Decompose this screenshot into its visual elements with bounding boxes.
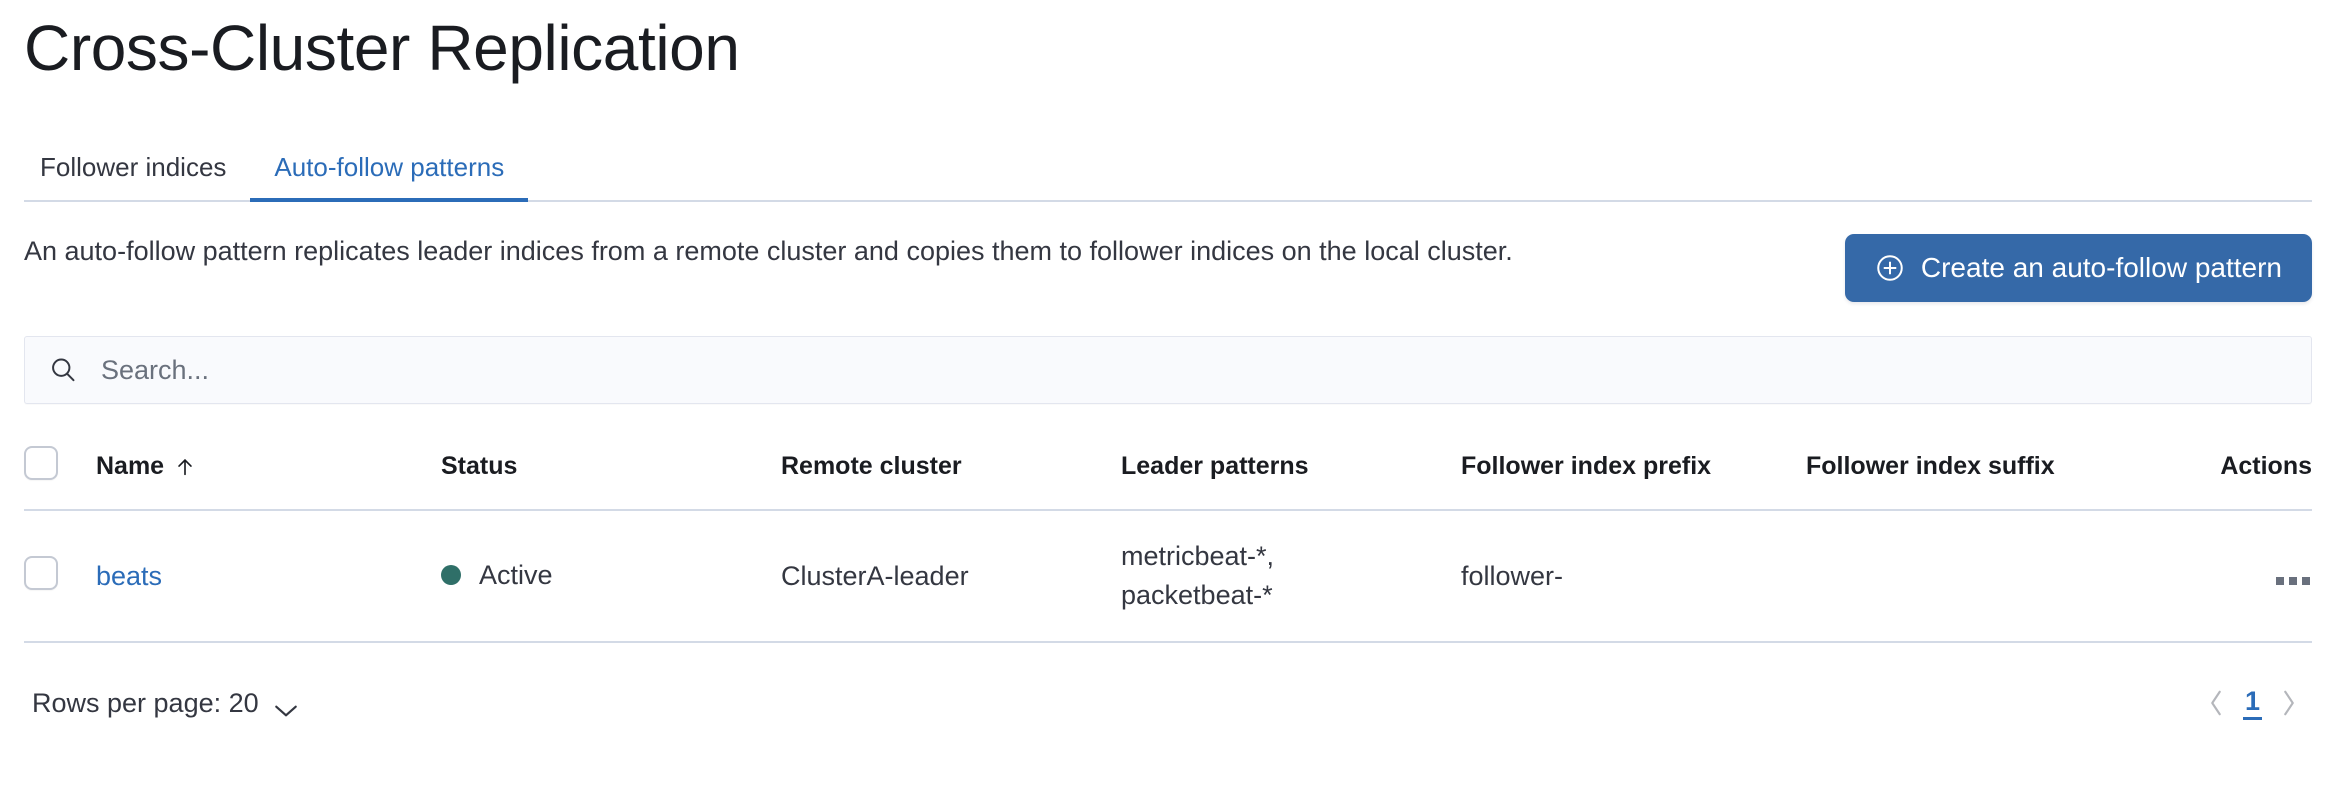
chevron-down-icon <box>273 695 299 717</box>
cell-name: beats <box>96 510 441 644</box>
table-footer: Rows per page: 20 1 <box>24 673 2312 733</box>
arrow-up-icon <box>174 455 196 479</box>
select-all-checkbox[interactable] <box>24 446 58 480</box>
search-bar[interactable] <box>24 336 2312 404</box>
cell-follower-index-suffix <box>1806 510 2176 644</box>
pagination-next-button[interactable] <box>2266 682 2312 724</box>
row-checkbox[interactable] <box>24 555 58 590</box>
column-header-leader-patterns[interactable]: Leader patterns <box>1121 432 1461 511</box>
pagination: 1 <box>2193 682 2312 724</box>
cell-follower-index-prefix: follower- <box>1461 510 1806 644</box>
table-header: Name Status Remote cluster Leader patter… <box>24 432 2312 511</box>
search-icon <box>49 356 77 384</box>
tabs-container: Follower indices Auto-follow patterns <box>24 128 2312 202</box>
table-header-row: Name Status Remote cluster Leader patter… <box>24 432 2312 511</box>
column-header-follower-index-prefix[interactable]: Follower index prefix <box>1461 432 1806 511</box>
column-header-name[interactable]: Name <box>96 432 441 511</box>
chevron-right-icon <box>2280 688 2298 718</box>
ellipsis-dot <box>2276 576 2284 585</box>
status-badge: Active <box>441 560 553 591</box>
rows-per-page-label: Rows per page: 20 <box>32 687 259 718</box>
search-input[interactable] <box>99 336 2287 404</box>
status-dot-icon <box>441 565 461 586</box>
auto-follow-patterns-table: Name Status Remote cluster Leader patter… <box>24 432 2312 644</box>
table-row: beats Active ClusterA-leader metricbeat-… <box>24 510 2312 644</box>
cell-remote-cluster: ClusterA-leader <box>781 510 1121 644</box>
ellipsis-horizontal-icon[interactable] <box>2274 571 2312 591</box>
page-title: Cross-Cluster Replication <box>24 12 740 84</box>
table-body: beats Active ClusterA-leader metricbeat-… <box>24 510 2312 644</box>
tab-follower-indices[interactable]: Follower indices <box>24 154 250 202</box>
leader-pattern-item: packetbeat-* <box>1121 580 1273 611</box>
column-header-actions: Actions <box>2176 432 2312 511</box>
column-header-remote-cluster[interactable]: Remote cluster <box>781 432 1121 511</box>
ellipsis-dot <box>2302 576 2310 585</box>
tab-list: Follower indices Auto-follow patterns <box>24 128 2312 202</box>
column-header-name-label: Name <box>96 452 165 480</box>
leader-pattern-item: metricbeat-*, <box>1121 541 1275 571</box>
rows-per-page-selector[interactable]: Rows per page: 20 <box>24 688 307 719</box>
pagination-previous-button[interactable] <box>2193 682 2239 724</box>
description-row: An auto-follow pattern replicates leader… <box>24 232 2312 302</box>
pagination-page-1[interactable]: 1 <box>2242 686 2262 721</box>
column-header-status[interactable]: Status <box>441 432 781 511</box>
chevron-left-icon <box>2207 688 2225 718</box>
tabs-divider <box>24 200 2312 202</box>
create-auto-follow-pattern-button[interactable]: Create an auto-follow pattern <box>1844 234 2312 302</box>
plus-in-circle-icon <box>1875 253 1905 283</box>
cell-actions <box>2176 510 2312 644</box>
cell-leader-patterns: metricbeat-*, packetbeat-* <box>1121 510 1461 644</box>
row-select-cell <box>24 510 96 644</box>
page-description: An auto-follow pattern replicates leader… <box>24 236 1513 266</box>
ellipsis-dot <box>2289 576 2297 585</box>
tab-auto-follow-patterns[interactable]: Auto-follow patterns <box>250 154 529 202</box>
sort-by-name[interactable]: Name <box>96 452 196 481</box>
status-label: Active <box>479 559 553 590</box>
create-button-label: Create an auto-follow pattern <box>1920 252 2282 283</box>
cell-status: Active <box>441 510 781 644</box>
column-header-follower-index-suffix[interactable]: Follower index suffix <box>1806 432 2176 511</box>
auto-follow-pattern-link[interactable]: beats <box>96 560 163 591</box>
select-all-header <box>24 432 96 511</box>
